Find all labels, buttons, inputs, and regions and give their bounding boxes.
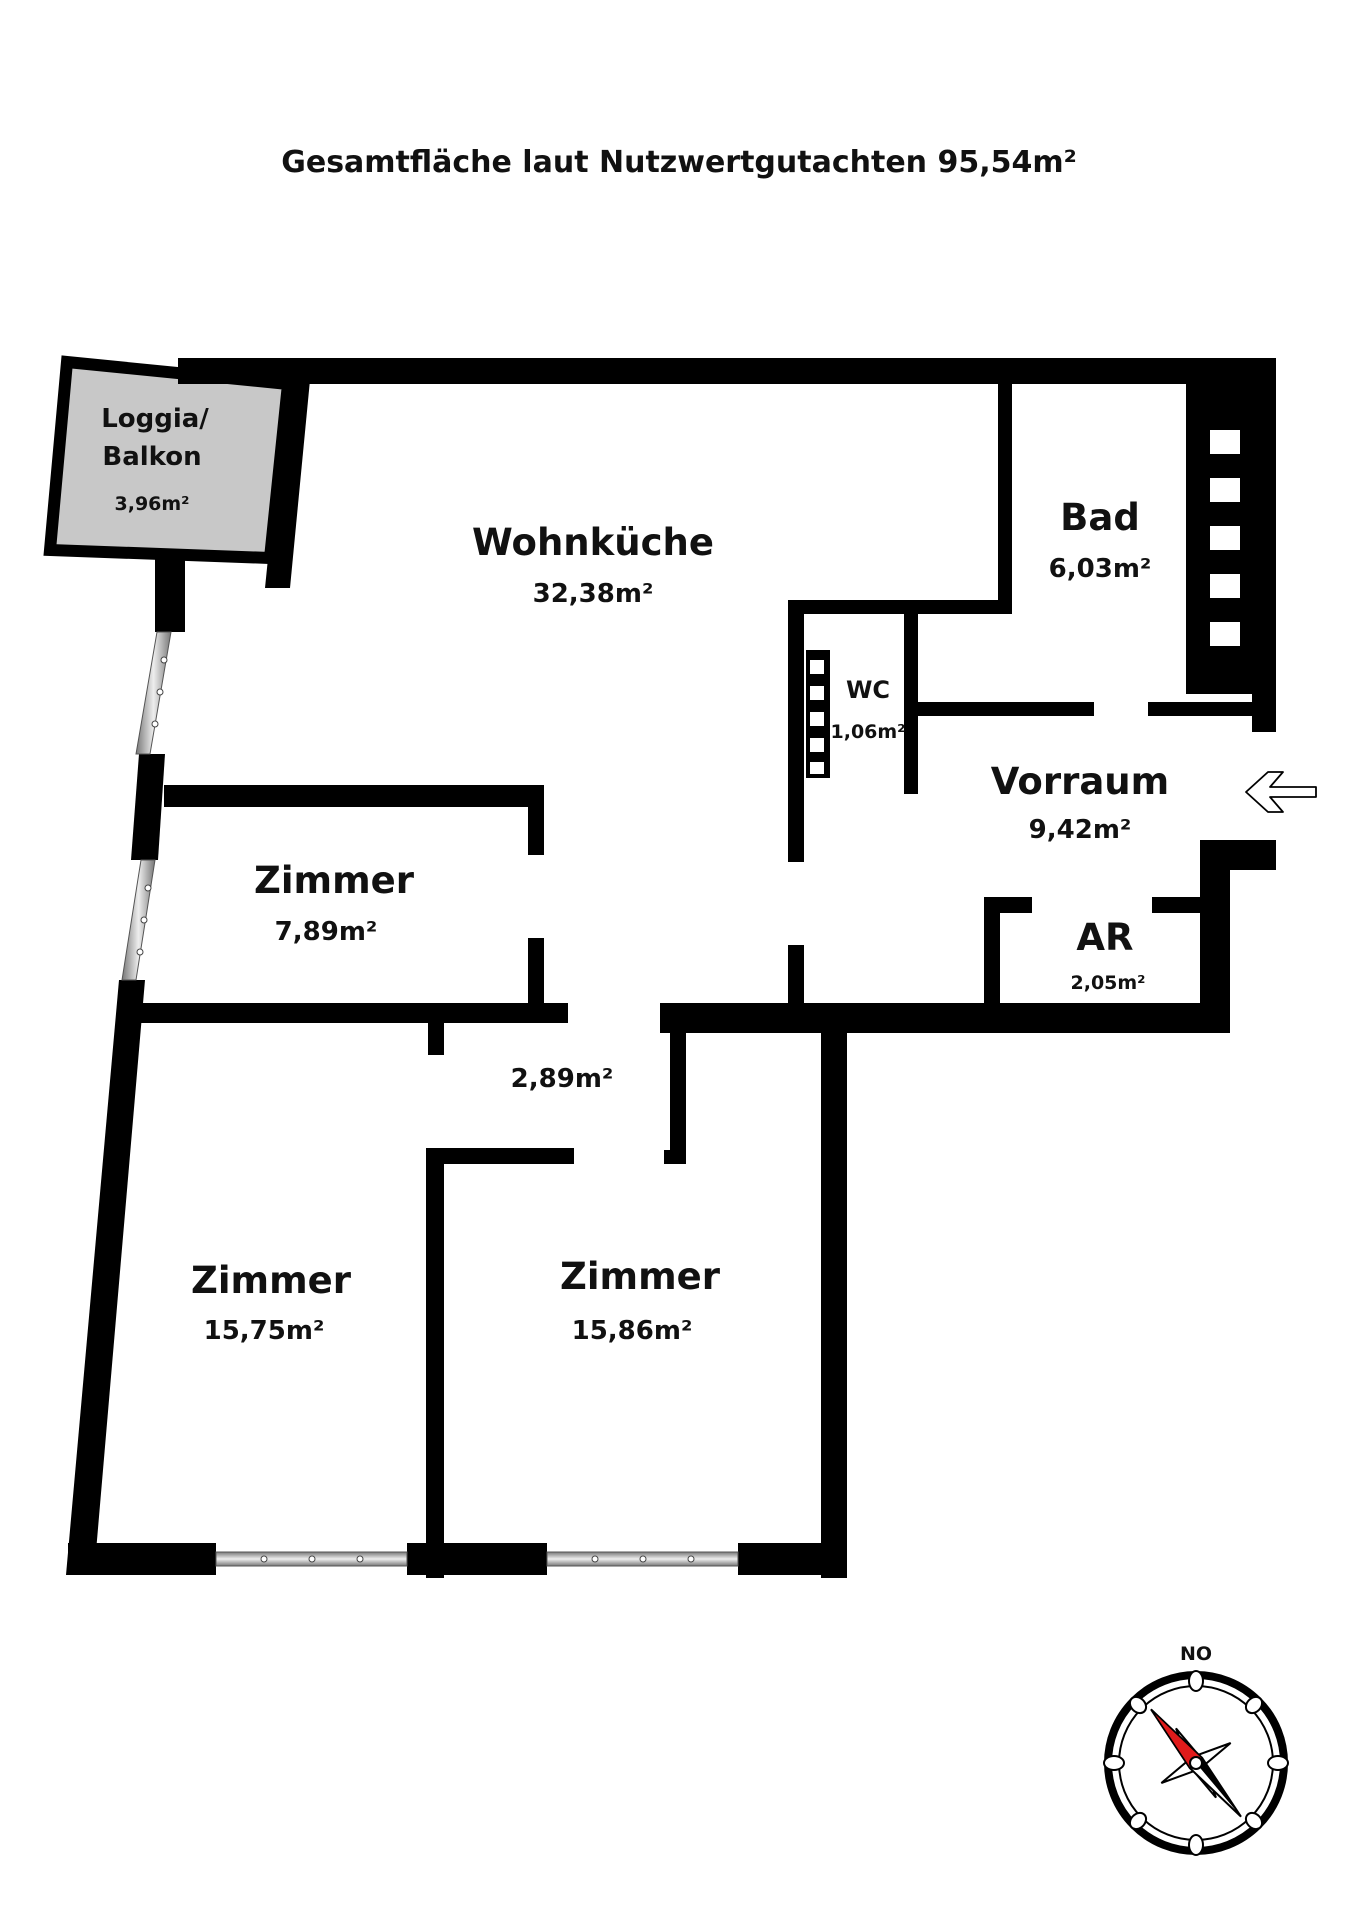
wall-wc-right <box>904 614 918 794</box>
wall-ar-right-top <box>1200 840 1276 870</box>
bad-shaft-vent-5 <box>1210 622 1240 646</box>
shaft-openings <box>810 430 1240 774</box>
compass-label: NO <box>1180 1643 1212 1665</box>
loggia-name-line1: Loggia/ <box>101 404 209 434</box>
wall-zimmer-small-top <box>164 785 544 807</box>
wc-shaft-vent-5 <box>810 762 824 774</box>
room-labels: Wohnküche 32,38m² Bad 6,03m² WC 1,06m² V… <box>191 496 1169 1346</box>
room-wc-area: 1,06m² <box>831 721 906 743</box>
wall-ar-top-left <box>984 897 1032 913</box>
wc-drain <box>815 621 829 635</box>
wall-left-lower <box>66 980 145 1575</box>
wall-core-bottom <box>660 1003 1230 1033</box>
wall-zimmer-divider <box>426 1148 444 1578</box>
entrance-arrow-icon <box>1245 771 1317 813</box>
bad-shaft-vent-4 <box>1210 574 1240 598</box>
room-vorraum-area: 9,42m² <box>1029 815 1132 845</box>
wall-flur-right-foot <box>664 1150 686 1164</box>
wall-right-upper <box>1252 358 1276 732</box>
wall-bad-bottom-2 <box>1148 702 1276 716</box>
plan-title: Gesamtfläche laut Nutzwertgutachten 95,5… <box>281 145 1077 180</box>
room-zimmer-small-name: Zimmer <box>254 859 415 902</box>
wall-zimmer-right-right <box>821 1020 847 1578</box>
window-left-upper <box>135 631 172 755</box>
wc-shaft-vent-3 <box>810 712 824 726</box>
wc-shaft-vent-2 <box>810 686 824 700</box>
room-flur-area: 2,89m² <box>511 1064 614 1094</box>
room-zimmer-right-name: Zimmer <box>560 1255 721 1298</box>
wall-bottom-1 <box>68 1543 216 1575</box>
bad-shaft-vent-2 <box>1210 478 1240 502</box>
wall-bottom-2 <box>407 1543 547 1575</box>
room-wohnkueche-area: 32,38m² <box>533 579 654 609</box>
wall-wc-left <box>788 600 804 862</box>
wall-ar-left <box>984 897 1000 1007</box>
wall-zimmer-small-right-lower <box>528 938 544 1018</box>
bad-shaft-vent-1 <box>1210 430 1240 454</box>
wall-zimmer-small-right-upper <box>528 785 544 855</box>
wall-flur-right <box>670 1023 686 1163</box>
wall-zimmer-right-top <box>426 1148 574 1164</box>
room-zimmer-left-area: 15,75m² <box>204 1316 325 1346</box>
bad-shaft-vent-3 <box>1210 526 1240 550</box>
wall-left-upper <box>155 556 185 632</box>
wall-ar-top-right <box>1152 897 1200 913</box>
room-zimmer-right-area: 15,86m² <box>572 1316 693 1346</box>
room-bad-area: 6,03m² <box>1049 554 1152 584</box>
wall-wc-top <box>788 600 1012 614</box>
room-wc-name: WC <box>846 676 890 704</box>
wall-ar-right <box>1200 840 1230 1030</box>
room-zimmer-left-name: Zimmer <box>191 1259 352 1302</box>
compass-icon <box>1103 1670 1289 1856</box>
wall-left-mid <box>131 754 165 860</box>
room-bad-name: Bad <box>1060 496 1140 539</box>
wall-bad-bottom-1 <box>918 702 1094 716</box>
compass: NO <box>1103 1643 1289 1856</box>
wc-shaft-vent-1 <box>810 660 824 674</box>
room-wohnkueche-name: Wohnküche <box>472 521 714 564</box>
loggia-name-line2: Balkon <box>102 442 201 472</box>
loggia-area-label: 3,96m² <box>115 493 190 515</box>
wall-bottom-3 <box>738 1543 847 1575</box>
walls <box>66 358 1276 1578</box>
room-ar-name: AR <box>1076 916 1133 959</box>
loggia: Loggia/ Balkon 3,96m² <box>43 355 295 565</box>
wall-zimmer-small-bottom <box>140 1003 568 1023</box>
windows <box>121 631 739 1567</box>
wc-cistern <box>842 622 902 644</box>
wall-bad-left <box>998 380 1012 612</box>
wall-flur-stub <box>428 1015 444 1055</box>
room-ar-area: 2,05m² <box>1071 972 1146 994</box>
wc-shaft-vent-4 <box>810 738 824 752</box>
room-zimmer-small-area: 7,89m² <box>275 917 378 947</box>
room-vorraum-name: Vorraum <box>991 760 1169 803</box>
window-left-lower <box>121 859 156 981</box>
wall-loggia-right <box>265 380 310 588</box>
wall-top <box>178 358 1276 384</box>
wall-kitchen-stub <box>788 945 804 1005</box>
